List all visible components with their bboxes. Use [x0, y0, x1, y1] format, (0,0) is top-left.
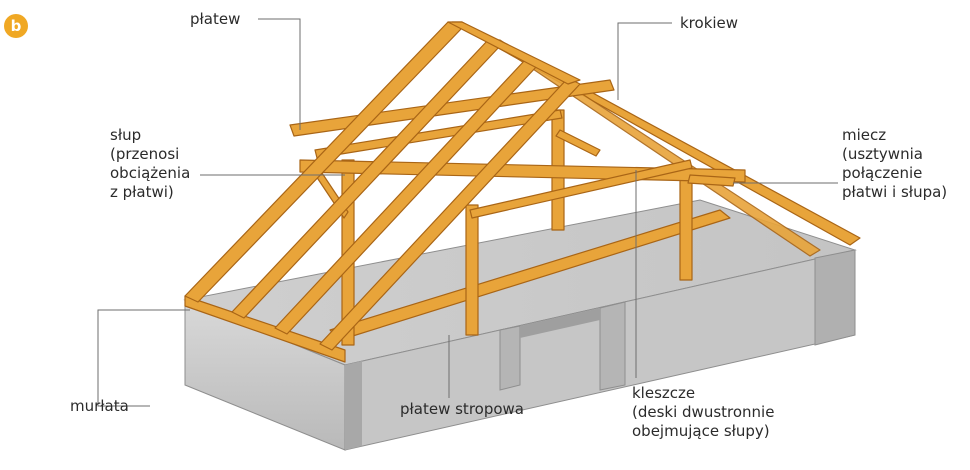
timber-frame: [184, 21, 861, 363]
ridge-beam: [447, 21, 581, 85]
post-4: [679, 169, 693, 281]
label-slup-line-2: (przenosi: [110, 145, 180, 163]
label-kleszcze-line-3: obejmujące słupy): [632, 422, 770, 440]
label-miecz-line-2: (usztywnia: [842, 145, 923, 163]
post-2: [465, 204, 479, 336]
label-kleszcze-line-2: (deski dwustronnie: [632, 403, 775, 421]
label-murlata: murłata: [70, 397, 129, 415]
label-platew-stropowa: płatew stropowa: [400, 400, 524, 418]
brace-2: [555, 129, 601, 157]
label-platew: płatew: [190, 10, 241, 28]
label-slup: słup (przenosi obciążenia z płatwi): [110, 126, 190, 202]
label-slup-line-3: obciążenia: [110, 164, 191, 182]
leader-platew: [258, 18, 301, 130]
label-miecz-line-1: miecz: [842, 126, 887, 144]
label-kleszcze: kleszcze (deski dwustronnie obejmujące s…: [632, 384, 774, 441]
label-kleszcze-line-1: kleszcze: [632, 384, 696, 402]
concrete-walls: [345, 301, 626, 450]
figure-badge: b: [4, 14, 28, 38]
label-miecz-line-4: płatwi i słupa): [842, 183, 948, 201]
label-slup-line-1: słup: [110, 126, 142, 144]
leader-krokiew: [617, 22, 672, 100]
label-slup-line-4: z płatwi): [110, 183, 174, 201]
wall-plate: [184, 295, 346, 363]
leader-lines: [97, 18, 838, 407]
brace-3: [687, 174, 736, 187]
label-miecz-line-3: połączenie: [842, 164, 923, 182]
label-krokiew: krokiew: [680, 14, 739, 32]
label-miecz: miecz (usztywnia połączenie płatwi i słu…: [842, 126, 947, 202]
leader-murlata: [97, 309, 190, 407]
rafter-left-4: [319, 77, 581, 351]
